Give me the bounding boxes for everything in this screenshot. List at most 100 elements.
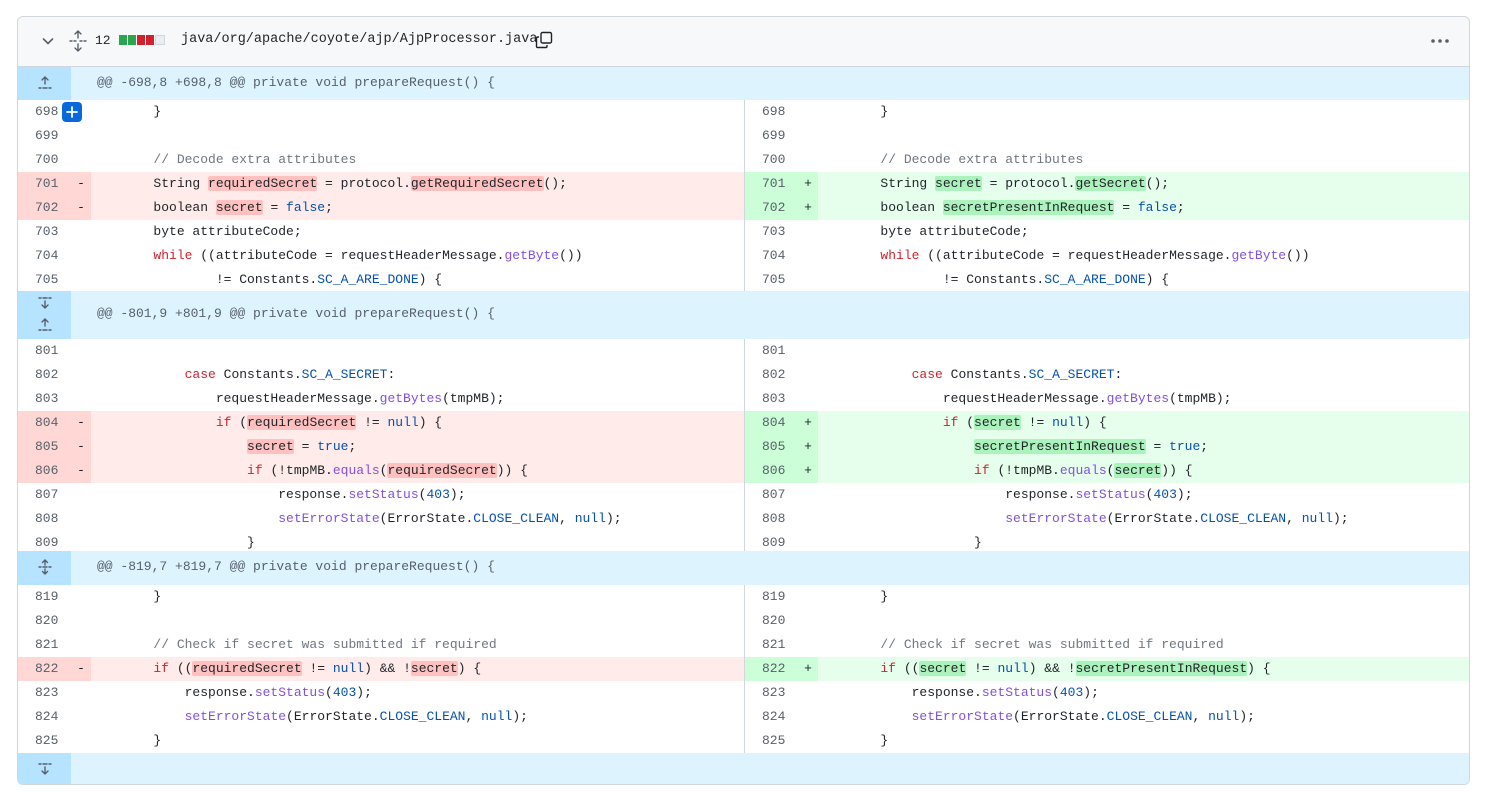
expand-up-button[interactable]	[34, 73, 56, 93]
left-diff-sign	[71, 507, 91, 531]
expand-down-button[interactable]	[34, 759, 56, 779]
right-line-number[interactable]: 704	[762, 248, 786, 263]
right-line-number[interactable]: 803	[762, 391, 786, 406]
left-line-number[interactable]: 809	[35, 535, 59, 550]
left-line-number[interactable]: 698	[35, 104, 59, 119]
split-divider	[744, 363, 745, 387]
left-line-number[interactable]: 801	[35, 343, 59, 358]
code-token: true	[1169, 439, 1201, 454]
split-divider	[744, 483, 745, 507]
right-line-number[interactable]: 702	[745, 196, 798, 220]
code-token: SC_A_SECRET	[301, 367, 388, 382]
right-code-line: String secret = protocol.getSecret();	[818, 172, 1469, 196]
expand-button[interactable]	[34, 557, 56, 577]
right-line-number[interactable]: 808	[762, 511, 786, 526]
code-token: }	[91, 733, 162, 748]
code-token: (	[1106, 463, 1115, 478]
right-line-number[interactable]: 822	[745, 657, 798, 681]
right-line-number[interactable]: 820	[762, 613, 786, 628]
diff-file: 12 java/org/apache/coyote/ajp/AjpProcess…	[17, 16, 1470, 785]
left-code-line: if ((requiredSecret != null) && !secret)…	[91, 657, 745, 681]
copy-path-button[interactable]	[533, 29, 555, 51]
left-line-number[interactable]: 825	[35, 733, 59, 748]
table-row: 803 requestHeaderMessage.getBytes(tmpMB)…	[18, 387, 1469, 411]
left-line-number[interactable]: 805	[18, 435, 71, 459]
right-line-number[interactable]: 821	[762, 637, 786, 652]
add-comment-button[interactable]	[62, 102, 82, 122]
split-divider	[744, 244, 745, 268]
code-token	[818, 709, 912, 724]
left-line-number[interactable]: 824	[35, 709, 59, 724]
left-line-number[interactable]: 819	[35, 589, 59, 604]
left-line-number[interactable]: 808	[35, 511, 59, 526]
left-line-number[interactable]: 807	[35, 487, 59, 502]
code-token: while	[153, 248, 193, 263]
left-line-number[interactable]: 822	[18, 657, 71, 681]
right-line-number[interactable]: 819	[762, 589, 786, 604]
left-line-number[interactable]: 700	[35, 152, 59, 167]
left-line-number[interactable]: 823	[35, 685, 59, 700]
hunk-gutter	[18, 551, 71, 585]
code-token	[91, 439, 247, 454]
left-line-number[interactable]: 806	[18, 459, 71, 483]
right-line-number[interactable]: 824	[762, 709, 786, 724]
code-token: CLOSE_CLEAN	[1106, 709, 1193, 724]
right-line-number[interactable]: 802	[762, 367, 786, 382]
left-line-number[interactable]: 702	[18, 196, 71, 220]
right-line-number[interactable]: 823	[762, 685, 786, 700]
left-line-number[interactable]: 705	[35, 272, 59, 287]
diffstat-block	[155, 35, 165, 45]
left-line-number[interactable]: 803	[35, 391, 59, 406]
left-line-number[interactable]: 703	[35, 224, 59, 239]
code-token: if	[942, 415, 959, 430]
expand-up-button[interactable]	[34, 315, 56, 335]
right-code-line: }	[818, 531, 1469, 555]
right-line-number[interactable]: 801	[762, 343, 786, 358]
code-token: (ErrorState.	[1013, 709, 1107, 724]
changed-row: 806- if (!tmpMB.equals(requiredSecret)) …	[18, 459, 1469, 483]
collapse-file-button[interactable]	[36, 29, 60, 53]
code-token: null	[997, 661, 1029, 676]
left-line-number[interactable]: 802	[35, 367, 59, 382]
split-divider	[744, 507, 745, 531]
expand-down-button[interactable]	[34, 293, 56, 313]
expand-all-button[interactable]	[66, 28, 90, 54]
left-line-number[interactable]: 699	[35, 128, 59, 143]
code-token: equals	[332, 463, 380, 478]
left-line-number[interactable]: 804	[18, 411, 71, 435]
code-token: :	[387, 367, 396, 382]
right-line-number[interactable]: 700	[762, 152, 786, 167]
code-token	[818, 661, 880, 676]
changed-row: 822- if ((requiredSecret != null) && !se…	[18, 657, 1469, 681]
right-line-number[interactable]: 701	[745, 172, 798, 196]
table-row: 703 byte attributeCode;703 byte attribut…	[18, 220, 1469, 244]
right-line-number[interactable]: 698	[762, 104, 786, 119]
code-token: // Check if secret was submitted if requ…	[91, 637, 497, 652]
code-token: ) && !	[364, 661, 411, 676]
left-line-number[interactable]: 701	[18, 172, 71, 196]
left-line-number[interactable]: 704	[35, 248, 59, 263]
code-token: secret	[410, 661, 458, 676]
split-divider	[744, 148, 745, 172]
file-options-button[interactable]	[1428, 29, 1452, 53]
split-divider	[744, 387, 745, 411]
code-token: ((	[896, 661, 920, 676]
left-line-number[interactable]: 820	[35, 613, 59, 628]
hunk-header: @@ -819,7 +819,7 @@ private void prepare…	[18, 551, 1469, 585]
right-line-number[interactable]: 703	[762, 224, 786, 239]
right-line-number[interactable]: 699	[762, 128, 786, 143]
right-line-number[interactable]: 805	[745, 435, 798, 459]
right-line-number[interactable]: 705	[762, 272, 786, 287]
code-token: );	[449, 487, 466, 502]
left-diff-sign	[71, 705, 91, 729]
right-line-number[interactable]: 807	[762, 487, 786, 502]
file-path[interactable]: java/org/apache/coyote/ajp/AjpProcessor.…	[181, 32, 538, 47]
hunk-gutter	[18, 291, 71, 339]
split-divider	[744, 339, 745, 363]
right-line-number[interactable]: 806	[745, 459, 798, 483]
right-line-number[interactable]: 825	[762, 733, 786, 748]
left-line-number[interactable]: 821	[35, 637, 59, 652]
right-line-number[interactable]: 804	[745, 411, 798, 435]
right-line-number[interactable]: 809	[762, 535, 786, 550]
code-token: requestHeaderMessage.	[91, 391, 380, 406]
